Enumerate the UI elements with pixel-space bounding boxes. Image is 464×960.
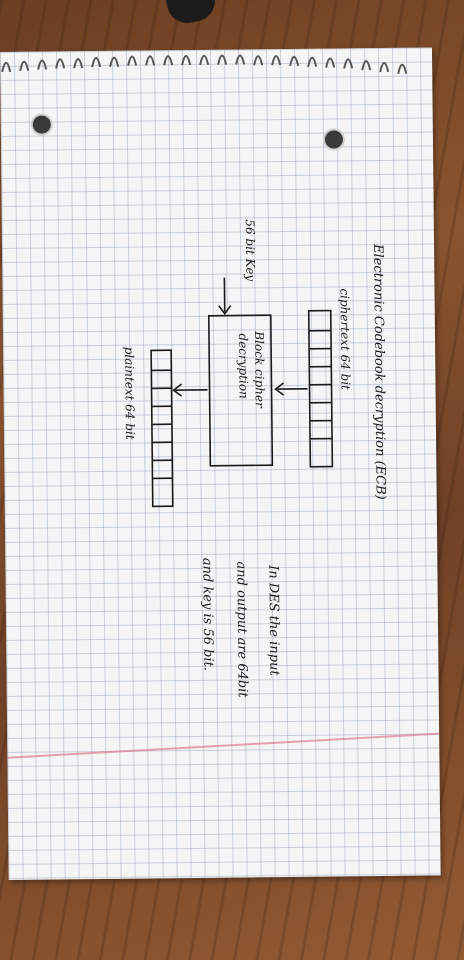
ciphertext-label: ciphertext 64 bit [337,288,352,390]
arrow-block-to-plain [172,383,208,397]
arrow-cipher-to-block [274,382,308,396]
spiral-coils [1,54,408,75]
plaintext-register [150,349,174,508]
notebook-page: Electronic Codebook decryption (ECB) cip… [0,47,441,880]
block-label-line1: Block cipher [252,330,267,409]
note-line2: and output are 64bit [233,561,249,698]
block-cipher-box [207,314,274,467]
arrow-key-to-block [218,277,232,315]
spiral-binding [0,39,436,86]
title-text: Electronic Codebook decryption (ECB) [370,243,388,500]
note-line1: In DES the input [265,564,281,676]
key-label: 56 bit Key [243,219,258,281]
plaintext-label: plaintext 64 bit [122,347,137,440]
note-line3: and key is 56 bit. [199,558,215,671]
ciphertext-register [307,309,334,468]
block-label-line2: decryption [236,333,251,398]
handwriting-layer: Electronic Codebook decryption (ECB) cip… [122,219,388,698]
